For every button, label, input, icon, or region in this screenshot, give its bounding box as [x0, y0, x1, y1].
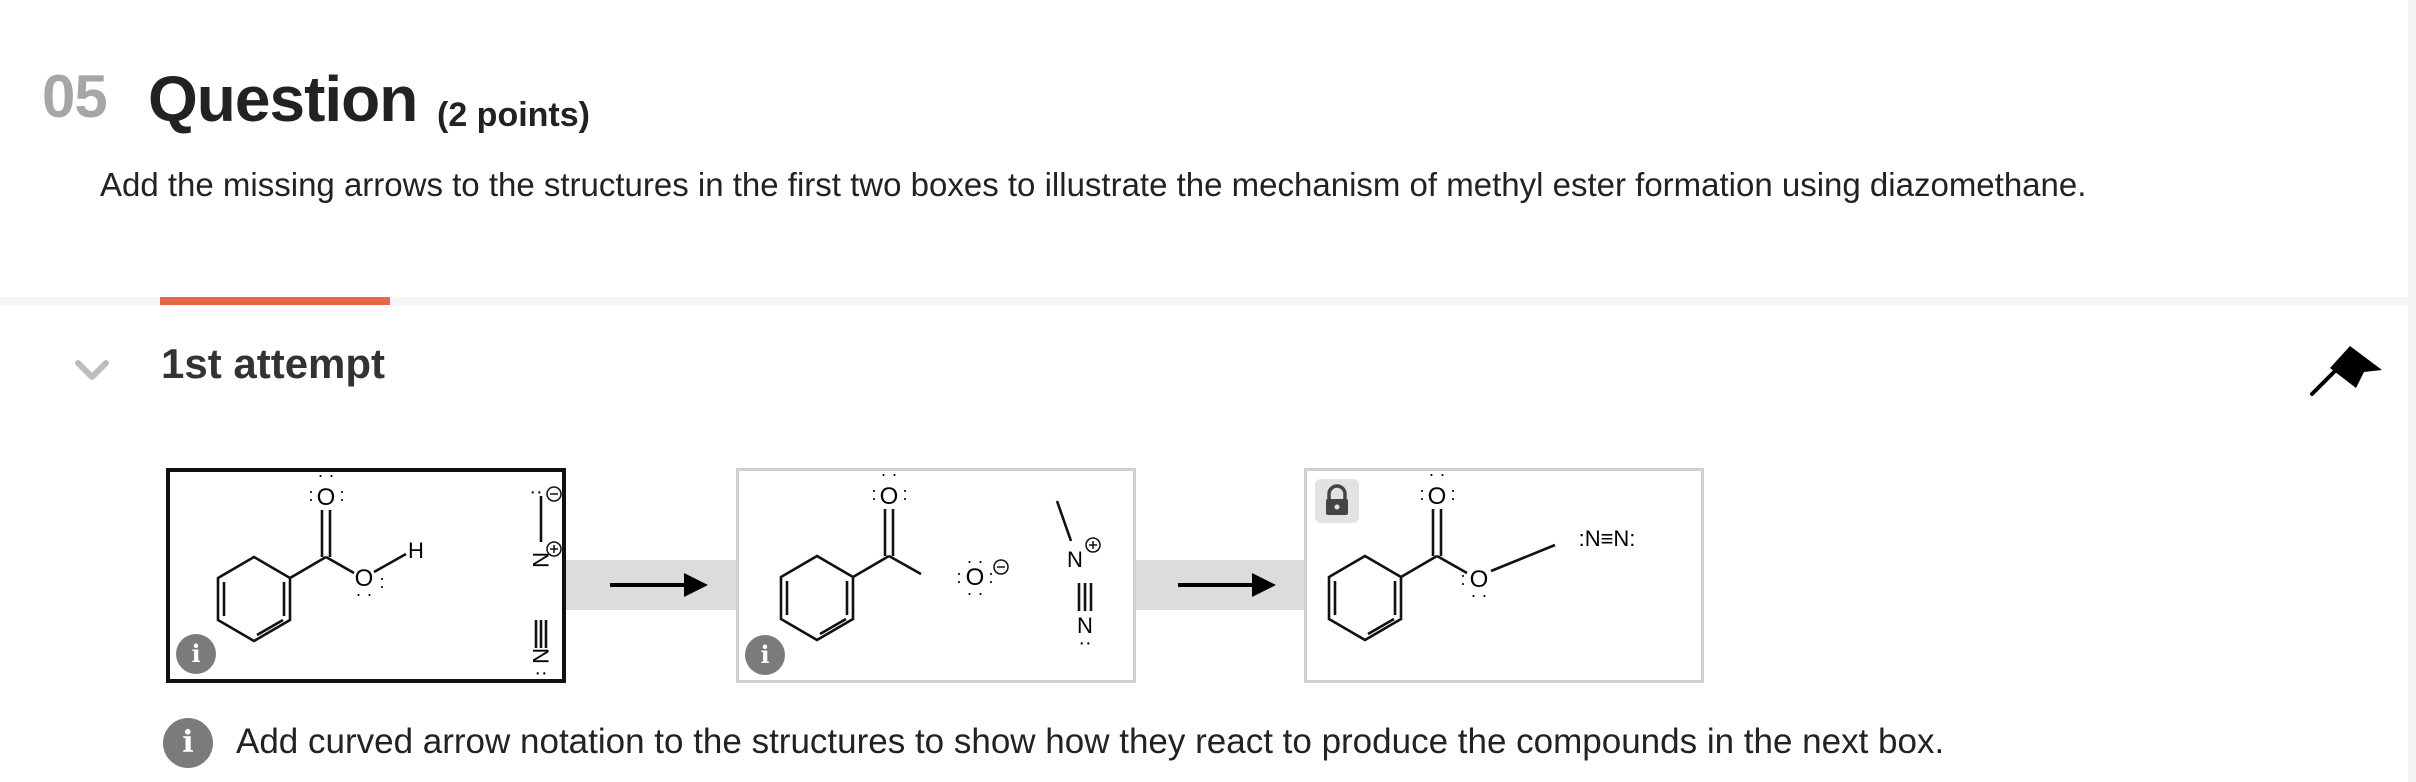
reaction-arrow-icon — [1178, 573, 1276, 597]
nitrogen-gas: :N≡N: — [1579, 526, 1636, 551]
lone-pair-dots: : — [339, 485, 344, 505]
atom-n1: N — [1067, 547, 1083, 572]
lone-pair-dots: : — [1460, 569, 1465, 589]
negative-charge-icon — [546, 486, 562, 502]
molecule-benzoate-methyldiazonium: O · · : : O · · · · : : N N ·· — [779, 471, 1101, 654]
info-icon[interactable]: i — [176, 634, 216, 674]
lone-pair-dots: : — [1419, 484, 1424, 504]
reaction-connector-1 — [566, 560, 738, 610]
atom-n1: N — [528, 552, 553, 568]
molecule-methyl-benzoate-nitrogen: O · · : : O · · : :N≡N: — [1327, 471, 1636, 642]
info-icon: i — [163, 718, 213, 768]
lone-pair-dots: · · — [1429, 471, 1446, 484]
structure-box-1[interactable]: O · · : : O · · : H ·· N N ·· i — [166, 468, 566, 683]
atom-o-anion: O — [966, 564, 985, 591]
lone-pair-dots: : — [379, 572, 384, 592]
atom-o-carbonyl: O — [317, 484, 336, 511]
lone-pair-dots: · · — [356, 584, 373, 604]
atom-o-hydroxyl: O — [355, 565, 374, 592]
molecule-benzoic-acid-diazomethane: O · · : : O · · : H ·· N N ·· — [216, 472, 562, 679]
attempt-title: 1st attempt — [161, 340, 386, 387]
question-points: (2 points) — [437, 96, 590, 134]
attempt-tab-indicator — [160, 297, 390, 307]
question-prompt: Add the missing arrows to the structures… — [100, 166, 2087, 203]
instruction-text: Add curved arrow notation to the structu… — [236, 722, 1945, 761]
lone-pair-dots: · · — [881, 471, 898, 484]
lone-pair-dots: : — [308, 485, 313, 505]
lone-pair-dots: : — [988, 567, 993, 587]
question-title: Question — [148, 63, 418, 135]
reaction-arrow-icon — [610, 573, 708, 597]
reaction-connector-2 — [1134, 560, 1306, 610]
atom-o-carbonyl: O — [880, 483, 899, 510]
structure-box-3: O · · : : O · · : :N≡N: — [1304, 468, 1704, 683]
lone-pair-dots: · · — [318, 472, 335, 485]
lone-pair-dots: ·· — [1078, 632, 1091, 654]
lone-pair-dots: : — [956, 567, 961, 587]
lone-pair-dots: : — [1450, 484, 1455, 504]
structure-box-2[interactable]: O · · : : O · · · · : : N N ·· i — [736, 468, 1136, 683]
question-number: 05 — [42, 63, 108, 130]
chevron-down-icon[interactable] — [72, 355, 112, 385]
lone-pair-dots: : — [902, 484, 907, 504]
positive-charge-icon — [1085, 537, 1101, 553]
question-header: 05 Question (2 points) Add the missing a… — [0, 0, 2408, 297]
lone-pair-dots: · · — [967, 583, 984, 603]
atom-o-carbonyl: O — [1428, 483, 1447, 510]
negative-charge-icon — [993, 559, 1009, 575]
atom-n2: N — [528, 648, 553, 664]
atom-h: H — [408, 538, 424, 563]
atom-n2: N — [1077, 613, 1093, 638]
info-icon[interactable]: i — [745, 635, 785, 675]
lone-pair-dots: ·· — [534, 662, 547, 679]
lone-pair-dots: ·· — [529, 481, 542, 503]
lone-pair-dots: · · — [967, 551, 984, 571]
atom-o-ester: O — [1470, 566, 1489, 593]
lone-pair-dots: : — [871, 484, 876, 504]
positive-charge-icon — [546, 541, 562, 557]
lock-icon — [1315, 479, 1359, 523]
flag-icon[interactable] — [2308, 338, 2384, 398]
lone-pair-dots: · · — [1471, 585, 1488, 605]
